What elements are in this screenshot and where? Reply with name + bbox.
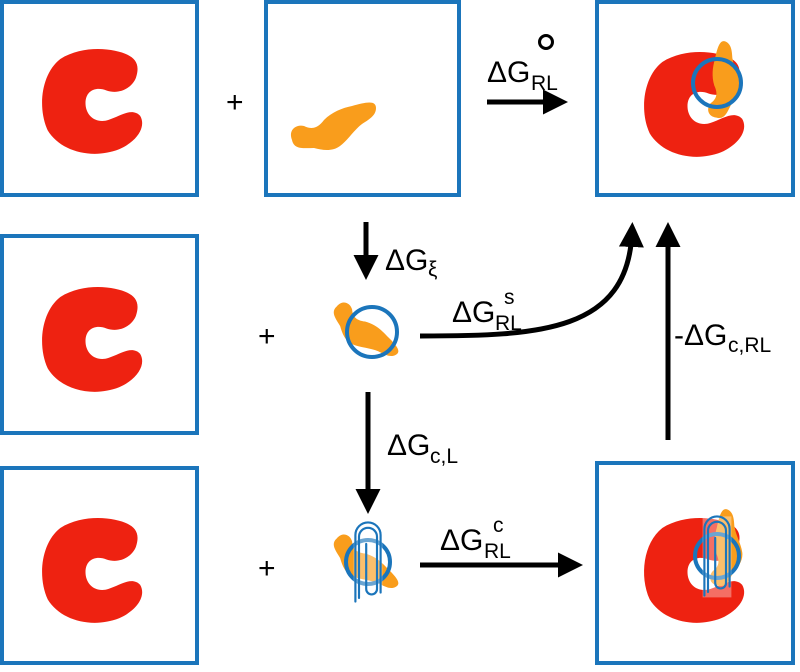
svg-text:ξ: ξ [428, 258, 437, 281]
svg-text:ΔG: ΔG [387, 429, 430, 462]
plus-sign: + [258, 552, 276, 585]
receptor-shape-icon [42, 518, 143, 623]
svg-text:ΔG: ΔG [440, 524, 483, 557]
receptor-shape-icon [42, 49, 143, 154]
label-dg-rl-s: ΔG RL s [452, 286, 522, 335]
paperclip-icon [702, 515, 732, 598]
svg-text:c: c [493, 514, 504, 537]
box-ligand-top [264, 0, 461, 197]
svg-text:RL: RL [484, 540, 511, 563]
label-dg-c-l: ΔG c,L [387, 429, 458, 468]
box-receptor-bottom [0, 466, 199, 665]
box-receptor-middle [0, 234, 199, 435]
paperclip-icon [353, 521, 383, 604]
svg-text:RL: RL [495, 312, 522, 335]
ligand-shape-icon [290, 102, 376, 150]
box-complex-top [595, 0, 795, 197]
label-neg-dg-c-rl: -ΔG c,RL [674, 319, 771, 357]
svg-text:ΔG: ΔG [452, 296, 495, 329]
box-receptor-top [0, 0, 199, 197]
svg-text:ΔG: ΔG [385, 244, 428, 277]
svg-text:RL: RL [531, 72, 558, 95]
box-complex-bottom [595, 461, 795, 665]
arrow-binding-curved [419, 222, 644, 339]
label-dg-rl-standard: ΔG RL [487, 34, 558, 95]
plus-sign: + [226, 86, 244, 119]
svg-text:ΔG: ΔG [487, 56, 530, 89]
label-dg-rl-c: ΔG RL c [440, 514, 511, 563]
receptor-shape-icon [42, 287, 143, 392]
svg-text:-ΔG: -ΔG [674, 319, 727, 352]
restraint-circle-icon [693, 532, 741, 580]
plus-sign: + [258, 320, 276, 353]
svg-text:c,L: c,L [430, 445, 458, 468]
label-dg-xi: ΔG ξ [385, 244, 437, 281]
restraint-circle-icon [345, 305, 399, 359]
restraint-circle-icon [344, 538, 392, 586]
standard-state-degree-icon [538, 34, 554, 50]
restraint-circle-icon [691, 57, 743, 109]
ligand-shape-icon [328, 289, 400, 373]
svg-text:c,RL: c,RL [728, 334, 771, 357]
svg-text:s: s [504, 286, 515, 309]
